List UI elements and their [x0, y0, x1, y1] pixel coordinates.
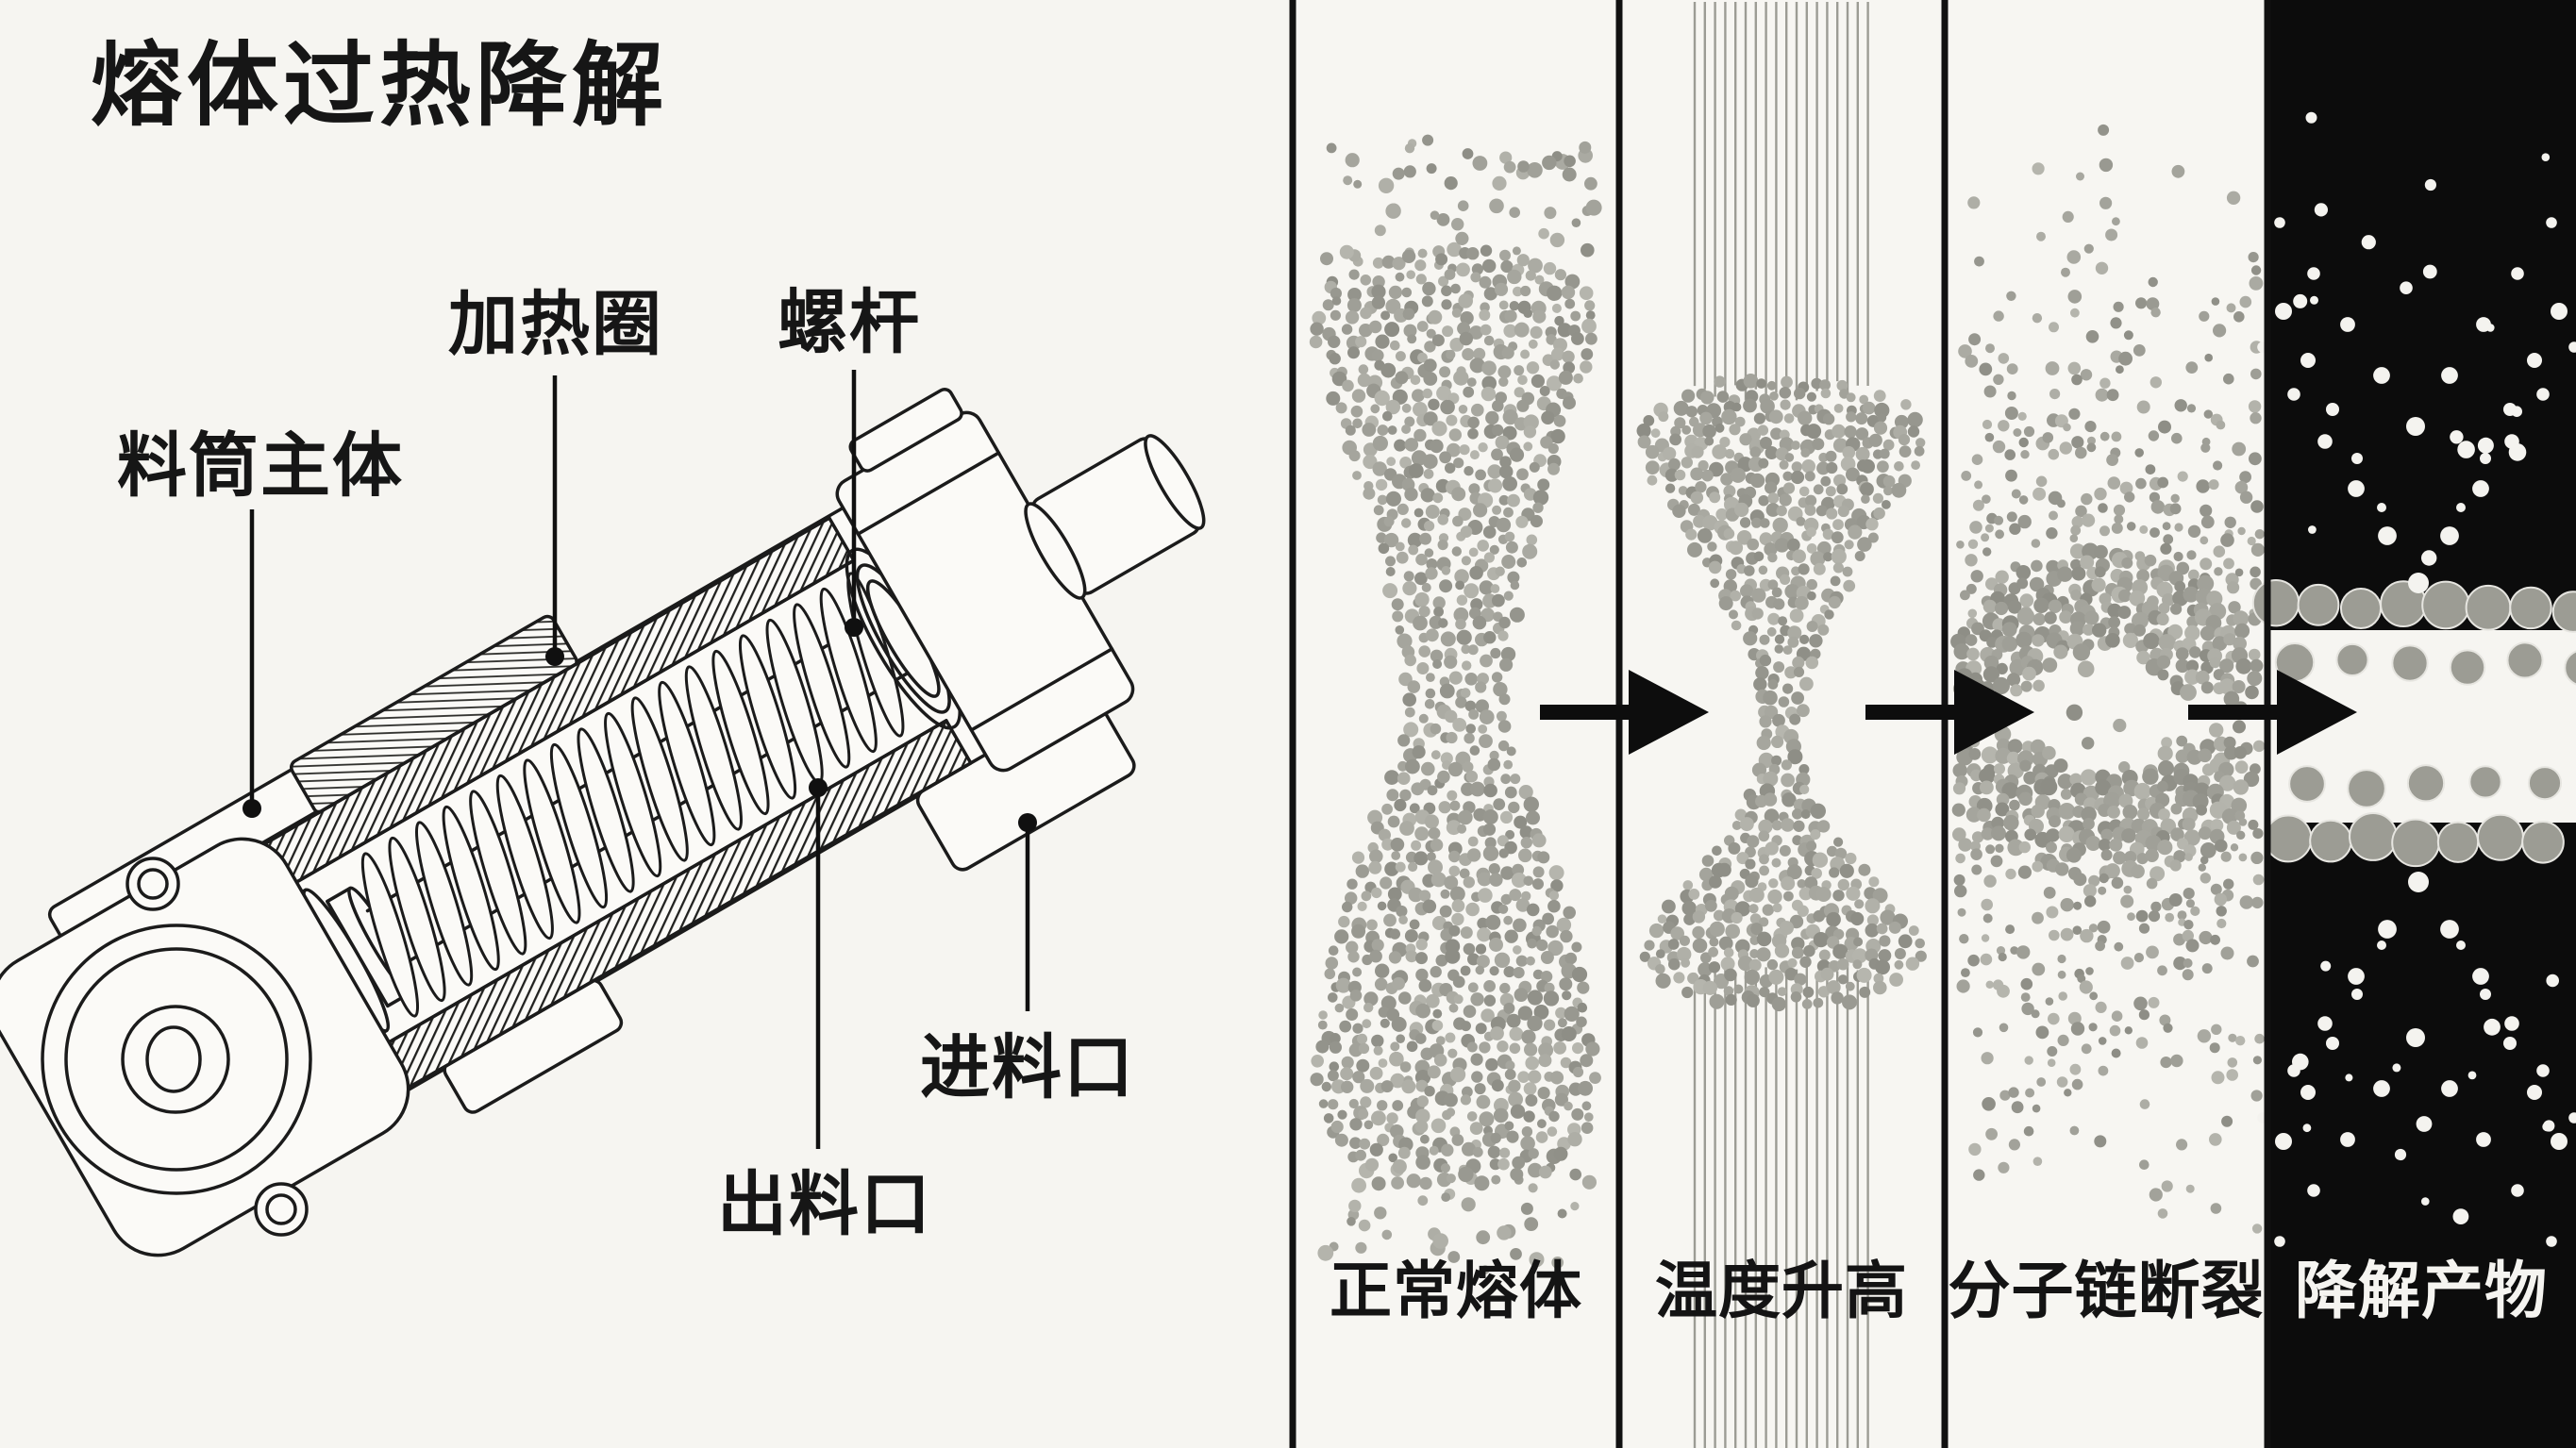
stipple-dots-layer — [1309, 2, 2576, 1448]
stage-label-chain-scission: 分子链断裂 — [1948, 1256, 2265, 1325]
normal-melt-art — [1309, 134, 1602, 1274]
flange-face — [0, 837, 410, 1257]
extruder-cutaway-drawing — [0, 388, 1206, 1257]
label-outlet: 出料口 — [717, 1165, 932, 1243]
page-title: 熔体过热降解 — [91, 34, 668, 137]
stage-label-normal-melt: 正常熔体 — [1330, 1256, 1582, 1325]
arrow-right-icon — [1865, 670, 2034, 755]
panel-dividers — [1289, 0, 2271, 1448]
label-inlet: 进料口 — [920, 1028, 1135, 1107]
stage-arrows — [1540, 670, 2357, 755]
stage-label-temperature-rise: 温度升高 — [1655, 1256, 1908, 1325]
leader-dots — [243, 618, 1037, 832]
label-barrel-body: 料筒主体 — [117, 426, 404, 505]
arrow-right-icon — [2188, 670, 2357, 755]
arrow-right-icon — [1540, 670, 1709, 755]
temperature-rise-art — [1636, 2, 1927, 1448]
chain-scission-art — [1950, 124, 2266, 1234]
degradation-products-art — [2251, 111, 2576, 1247]
stage-label-degradation-products: 降解产物 — [2295, 1256, 2548, 1325]
label-heater-band: 加热圈 — [448, 285, 663, 363]
leader-lines — [249, 370, 1030, 1149]
label-screw: 螺杆 — [778, 283, 921, 361]
